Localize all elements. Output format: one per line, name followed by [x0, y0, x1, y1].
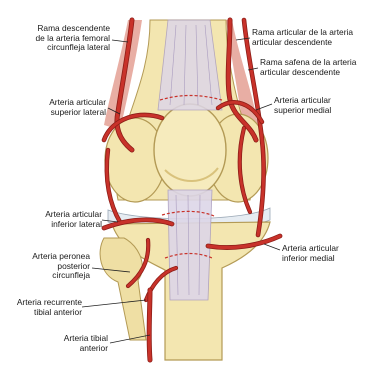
patellar-ligament — [168, 190, 212, 300]
label-rama-descendente: Rama descendente de la arteria femoral c… — [20, 24, 110, 53]
label-art-inf-lateral: Arteria articular inferior lateral — [22, 210, 102, 229]
label-rama-articular-desc: Rama articular de la arteria articular d… — [252, 28, 376, 47]
label-art-peronea: Arteria peronea posterior circunfleja — [18, 252, 90, 281]
label-art-recurrente: Arteria recurrente tibial anterior — [4, 298, 82, 317]
label-art-inf-medial: Arteria articular inferior medial — [282, 244, 376, 263]
label-art-sup-medial: Arteria articular superior medial — [274, 96, 374, 115]
label-art-sup-lateral: Arteria articular superior lateral — [30, 98, 106, 117]
fibula — [100, 238, 146, 340]
label-rama-safena: Rama safena de la arteria articular desc… — [260, 58, 376, 77]
label-art-tibial-ant: Arteria tibial anterior — [50, 334, 108, 353]
patella — [154, 104, 226, 196]
